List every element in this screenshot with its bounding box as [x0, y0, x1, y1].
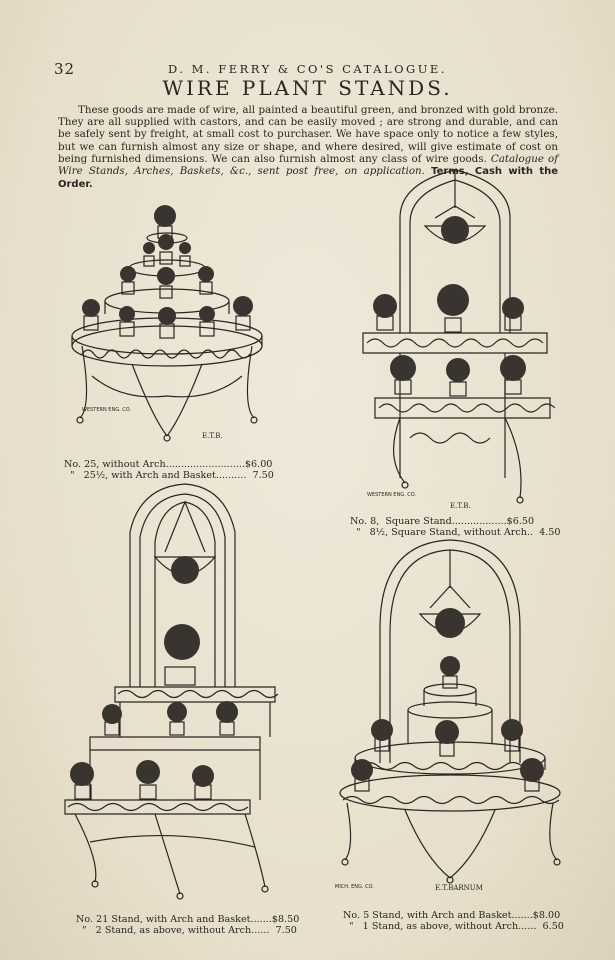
caption-line: No. 8, Square Stand..................$6.… — [350, 516, 535, 527]
intro-terms: Terms, Cash with the Order. — [58, 166, 559, 191]
caption-line: " 8½, Square Stand, without Arch.. 4.50 — [350, 527, 561, 538]
caption-line: No. 25, without Arch....................… — [64, 459, 273, 470]
figure-square-arch-stand: WESTERN ENG. CO. E.T.B. — [355, 168, 555, 513]
engraver-mark: WESTERN ENG. CO. — [82, 407, 131, 413]
intro-catalogue-note: Catalogue of Wire Stands, Arches, Basket… — [58, 152, 559, 178]
artist-mark: E.T.B. — [202, 432, 223, 440]
caption-line: No. 21 Stand, with Arch and Basket......… — [76, 914, 300, 925]
figure-round-tiered-stand: WESTERN ENG. CO. E.T.B. — [62, 196, 272, 456]
intro-paragraph: These goods are made of wire, all painte… — [58, 104, 558, 191]
illustration-stand-no21 — [64, 483, 279, 900]
caption-stand-no25: No. 25, without Arch....................… — [64, 459, 274, 481]
figure-corner-arch-stand — [60, 482, 285, 908]
intro-text: These goods are made of wire, all painte… — [58, 104, 558, 165]
illustration-stand-no25: WESTERN ENG. CO. E.T.B. — [71, 205, 263, 442]
caption-line: No. 5 Stand, with Arch and Basket.......… — [343, 910, 561, 921]
page-title: WIRE PLANT STANDS. — [162, 76, 453, 100]
illustration-stand-no5: MICH. ENG. CO. E.T.BARNUM — [335, 539, 561, 892]
caption-stand-no21: No. 21 Stand, with Arch and Basket......… — [76, 914, 299, 936]
engraver-mark: MICH. ENG. CO. — [335, 884, 374, 890]
artist-mark: E.T.B. — [450, 502, 471, 510]
figure-round-arch-stand: MICH. ENG. CO. E.T.BARNUM — [335, 538, 565, 906]
caption-stand-no5: No. 5 Stand, with Arch and Basket.......… — [343, 910, 564, 932]
caption-stand-no8: No. 8, Square Stand..................$6.… — [350, 516, 560, 538]
artist-mark: E.T.BARNUM — [435, 884, 483, 892]
running-head: D. M. FERRY & CO'S CATALOGUE. — [168, 62, 447, 76]
page-number: 32 — [54, 60, 76, 78]
caption-line: " 25½, with Arch and Basket.......... 7.… — [64, 470, 274, 481]
caption-line: " 1 Stand, as above, without Arch...... … — [343, 921, 564, 932]
illustration-stand-no8: WESTERN ENG. CO. E.T.B. — [362, 169, 555, 510]
caption-line: " 2 Stand, as above, without Arch...... … — [76, 925, 297, 936]
engraver-mark: WESTERN ENG. CO. — [367, 492, 416, 498]
